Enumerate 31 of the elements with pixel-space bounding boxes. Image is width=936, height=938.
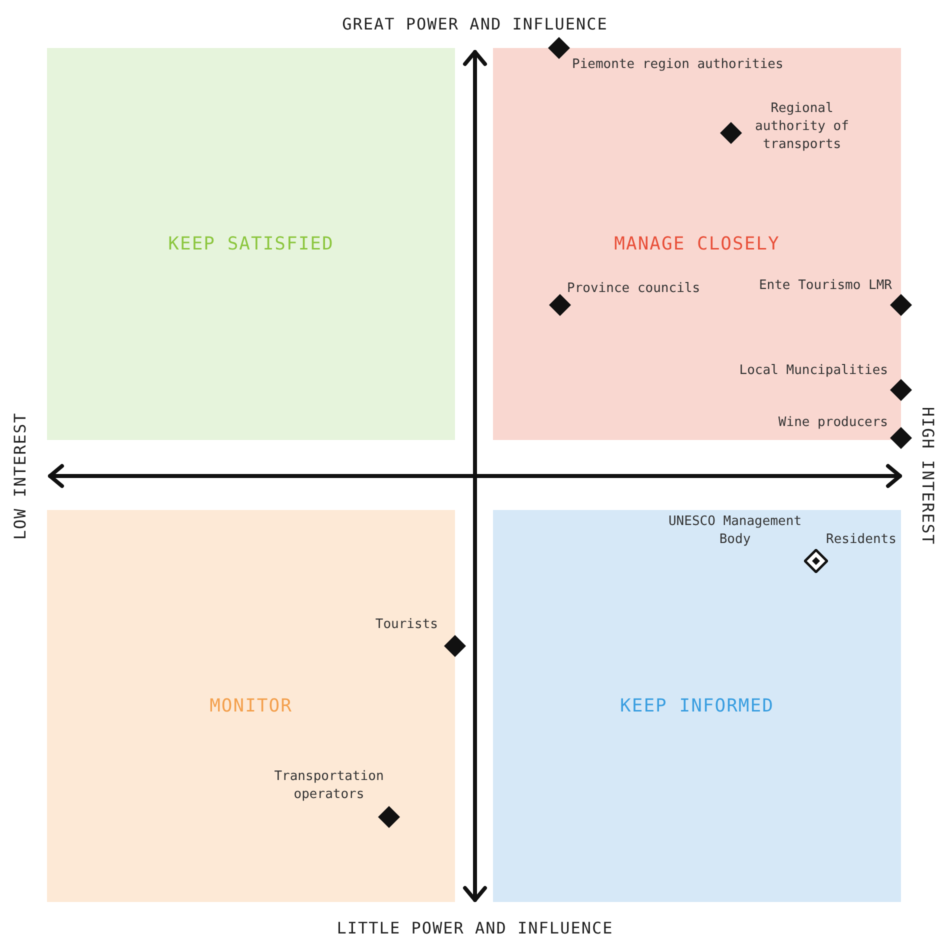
quadrant-panel (47, 510, 455, 902)
stakeholder-label: Regional authority of transports (754, 100, 850, 154)
quadrant-panel (493, 510, 901, 902)
axis-label: LOW INTEREST (10, 412, 30, 540)
stakeholder-label: Wine producers (777, 414, 888, 432)
quadrant-panel (493, 48, 901, 440)
diamond-marker (889, 378, 913, 402)
diamond-marker (719, 121, 743, 145)
target-diamond-marker (804, 549, 828, 573)
stakeholder-label: Residents (826, 531, 898, 549)
diamond-marker (443, 634, 467, 658)
stakeholder-label: Local Muncipalities (738, 362, 888, 380)
diamond-marker (889, 293, 913, 317)
quadrant-title: MANAGE CLOSELY (613, 234, 781, 254)
diamond-marker (889, 426, 913, 450)
stakeholder-label: Tourists (374, 616, 438, 634)
axis-label: GREAT POWER AND INFLUENCE (342, 14, 608, 34)
stakeholder-label: Province councils (567, 280, 702, 298)
diamond-marker (548, 293, 572, 317)
quadrant-panel (47, 48, 455, 440)
axis-label: HIGH INTEREST (918, 406, 936, 546)
stakeholder-label: Piemonte region authorities (572, 56, 784, 74)
diamond-marker (547, 36, 571, 60)
quadrant-title: KEEP INFORMED (619, 696, 775, 716)
stakeholder-label: Ente Tourismo LMR (758, 277, 892, 295)
quadrant-title: KEEP SATISFIED (167, 234, 335, 254)
diamond-marker (377, 805, 401, 829)
quadrant-title: MONITOR (208, 696, 294, 716)
stakeholder-label: UNESCO Management Body (667, 513, 803, 549)
axis-label: LITTLE POWER AND INFLUENCE (336, 918, 614, 938)
stakeholder-label: Transportation operators (273, 768, 385, 804)
